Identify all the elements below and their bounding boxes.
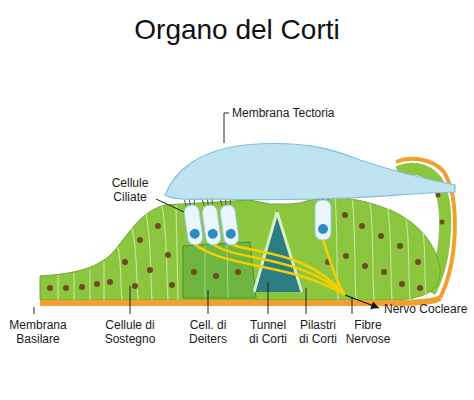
- part-label: Cell. di Deiters: [182, 318, 234, 346]
- supporting-tissue: [40, 198, 440, 300]
- part-label: Fibre Nervose: [343, 318, 393, 346]
- part-label: Tunnel di Corti: [244, 318, 292, 346]
- cell-outlines: [58, 198, 426, 300]
- part-label: Cellule di Sostegno: [96, 318, 164, 346]
- part-label: Pilastri di Corti: [294, 318, 342, 346]
- part-label: Membrana Tectoria: [232, 106, 335, 120]
- part-label: Cellule Ciliate: [106, 176, 154, 204]
- part-label: Membrana Basilare: [6, 318, 70, 346]
- title: Organo del Corti: [134, 14, 339, 46]
- tectorial-membrane: [165, 143, 455, 199]
- deiters-cells: [183, 242, 256, 298]
- basilar-membrane: [40, 298, 440, 303]
- leader-lines: [34, 113, 352, 314]
- part-label: Nervo Cocleare: [384, 302, 467, 316]
- nerve-fibres: [194, 240, 345, 295]
- outer-hair-cells: [182, 197, 239, 246]
- nerve-arrow: [345, 295, 379, 308]
- inner-hair-cell: [315, 193, 331, 240]
- cell-nuclei: [47, 193, 445, 292]
